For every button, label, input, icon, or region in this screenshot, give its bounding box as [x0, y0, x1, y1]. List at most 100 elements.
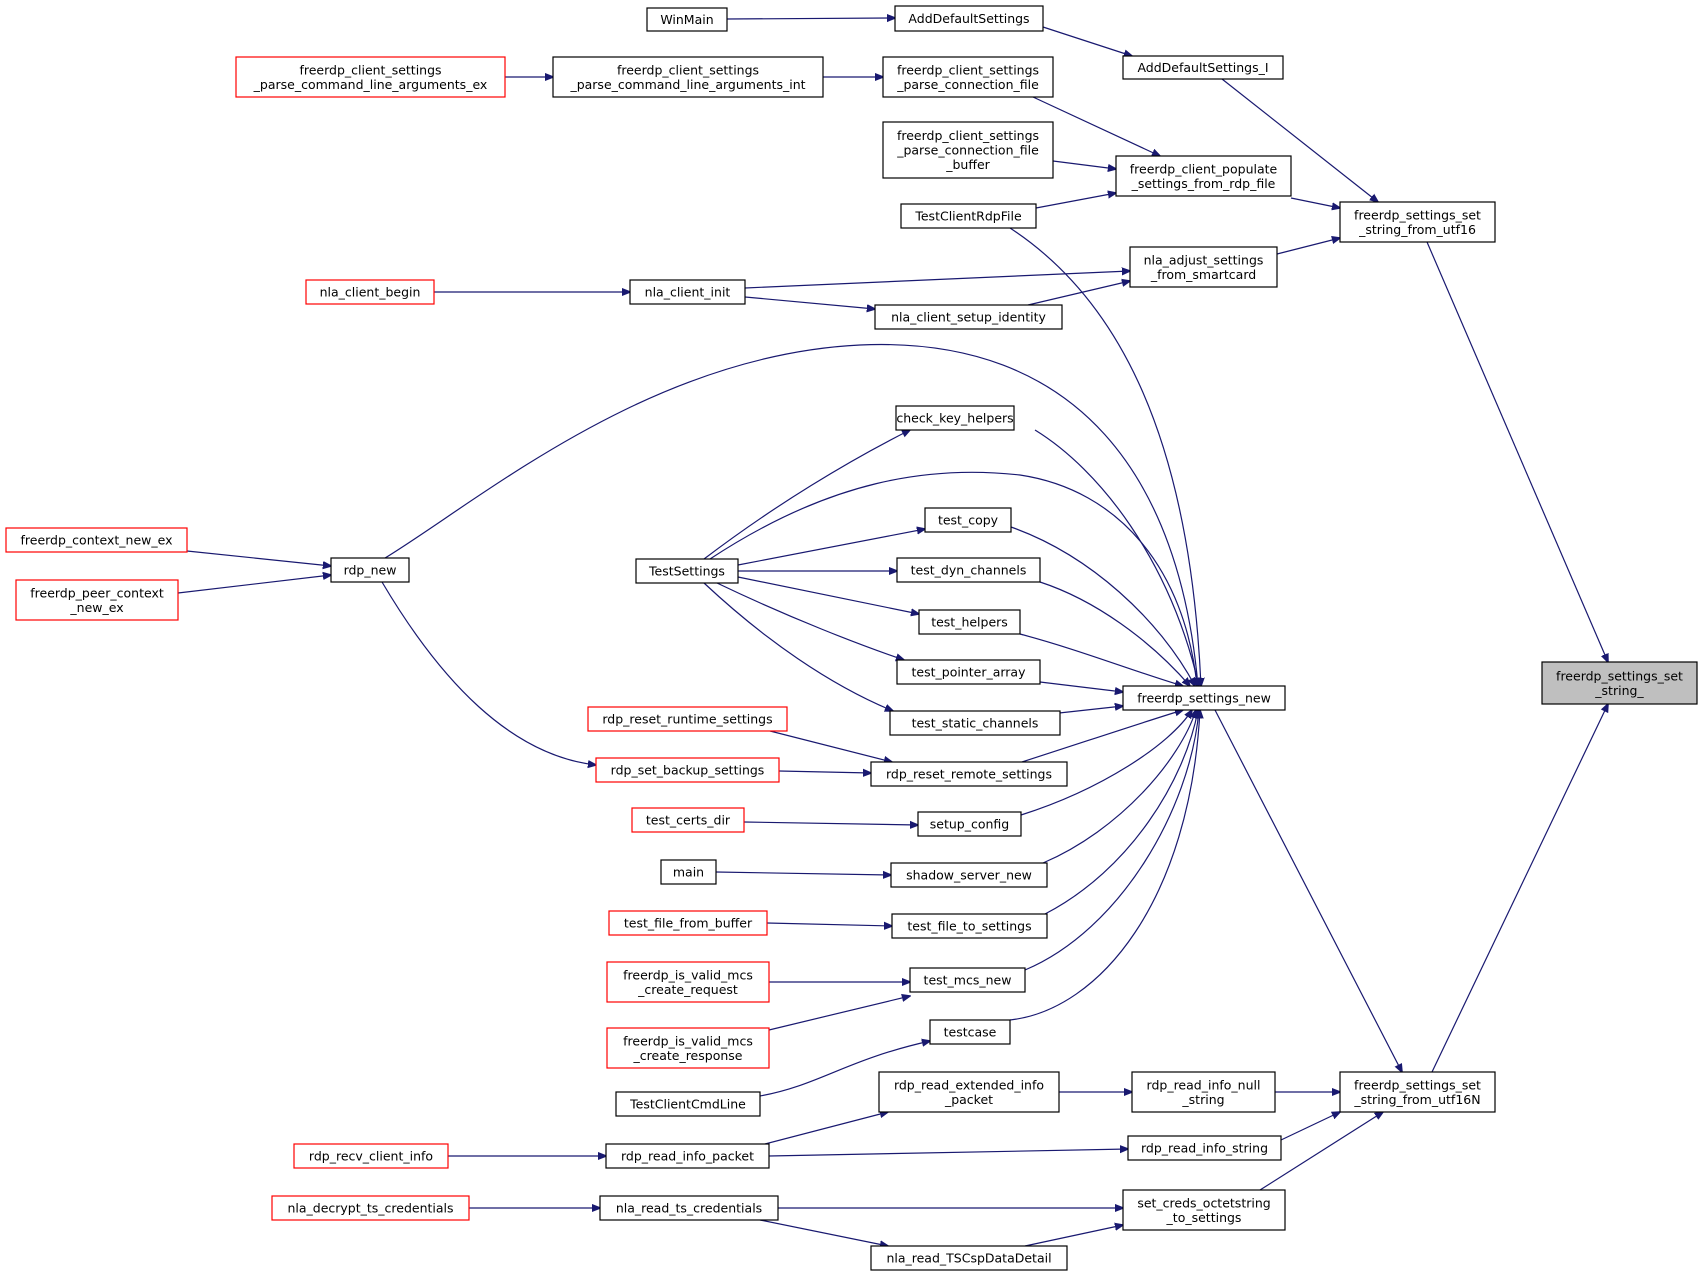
node-rrci[interactable]: rdp_recv_client_info [293, 1143, 449, 1169]
node-nla-init[interactable]: nla_client_init [629, 279, 746, 305]
node-rdp-rrs[interactable]: rdp_reset_runtime_settings [587, 706, 788, 732]
node-box [606, 961, 770, 1003]
node-ads-i[interactable]: AddDefaultSettings_I [1122, 55, 1284, 80]
call-edge-setup_config-to-fsn [1020, 710, 1192, 816]
node-label: test_static_channels [912, 716, 1039, 731]
node-box [870, 1245, 1068, 1271]
node-nla-rtc[interactable]: nla_read_ts_credentials [599, 1195, 779, 1221]
node-rrip[interactable]: rdp_read_info_packet [605, 1143, 770, 1169]
call-edge-testsettings-to-test_static [703, 582, 893, 711]
node-tcrf[interactable]: TestClientRdpFile [900, 203, 1037, 229]
call-edge-test_ptr-to-fsn [1039, 681, 1123, 692]
node-tffb[interactable]: test_file_from_buffer [608, 910, 768, 936]
call-edge-rrip-to-rris [768, 1149, 1128, 1157]
node-label: _parse_connection_file [896, 77, 1039, 92]
node-utf16[interactable]: freerdp_settings_set_string_from_utf16 [1339, 201, 1496, 243]
node-rdp-sbs[interactable]: rdp_set_backup_settings [595, 757, 780, 783]
call-edge-pcf-to-populate [1032, 96, 1160, 156]
node-tccl[interactable]: TestClientCmdLine [615, 1091, 761, 1117]
node-label: _packet [944, 1092, 993, 1107]
node-test-mcs[interactable]: test_mcs_new [909, 967, 1026, 993]
node-rrei[interactable]: rdp_read_extended_info_packet [878, 1071, 1060, 1113]
node-pcla-ex[interactable]: freerdp_client_settings_parse_command_li… [235, 56, 506, 98]
call-edge-nla_init-to-nla_setup [744, 296, 875, 309]
node-rrins[interactable]: rdp_read_info_null_string [1131, 1071, 1276, 1113]
call-edge-tffb-to-tfts [766, 923, 892, 926]
node-label: AddDefaultSettings [908, 11, 1029, 26]
node-box [1122, 1189, 1286, 1231]
node-box [1541, 661, 1698, 705]
call-edge-nla_adjust-to-utf16 [1276, 238, 1340, 255]
node-pcf[interactable]: freerdp_client_settings_parse_connection… [882, 56, 1054, 98]
node-populate[interactable]: freerdp_client_populate_settings_from_rd… [1115, 155, 1292, 197]
call-edge-testsettings-to-test_ptr [716, 582, 904, 660]
call-edge-testsettings-to-check_key [703, 430, 910, 560]
node-label: _parse_command_line_arguments_ex [253, 77, 488, 92]
node-check-key[interactable]: check_key_helpers [895, 405, 1015, 431]
node-ctx-new-ex[interactable]: freerdp_context_new_ex [5, 527, 188, 553]
node-testcase[interactable]: testcase [929, 1019, 1011, 1045]
node-box [5, 527, 188, 553]
node-nla-tscsp[interactable]: nla_read_TSCspDataDetail [870, 1245, 1068, 1271]
node-fsn[interactable]: freerdp_settings_new [1122, 685, 1286, 711]
node-box [631, 807, 745, 833]
node-test-helpers[interactable]: test_helpers [918, 609, 1021, 635]
node-rdp-new[interactable]: rdp_new [330, 557, 410, 583]
call-edge-test_copy-to-fsn [1010, 526, 1195, 686]
node-ads[interactable]: AddDefaultSettings [894, 5, 1044, 32]
node-peer-ctx[interactable]: freerdp_peer_context_new_ex [15, 579, 179, 621]
node-box [896, 659, 1041, 685]
node-label: freerdp_context_new_ex [20, 533, 172, 548]
node-testsettings[interactable]: TestSettings [635, 558, 739, 584]
node-nla-dec[interactable]: nla_decrypt_ts_credentials [271, 1195, 470, 1221]
node-mcs-resp[interactable]: freerdp_is_valid_mcs_create_response [606, 1027, 770, 1069]
node-box [918, 609, 1021, 635]
node-pcfb[interactable]: freerdp_client_settings_parse_connection… [882, 121, 1054, 179]
node-box [882, 56, 1054, 98]
node-box [15, 579, 179, 621]
node-test-copy[interactable]: test_copy [924, 507, 1012, 533]
node-label: nla_read_ts_credentials [616, 1201, 762, 1216]
node-label: TestClientCmdLine [629, 1097, 746, 1112]
node-nla-begin[interactable]: nla_client_begin [305, 279, 435, 305]
node-box [1129, 246, 1278, 288]
node-winmain[interactable]: WinMain [646, 7, 728, 32]
node-nla-adjust[interactable]: nla_adjust_settings_from_smartcard [1129, 246, 1278, 288]
node-certs[interactable]: test_certs_dir [631, 807, 745, 833]
node-rdp-rrem[interactable]: rdp_reset_remote_settings [870, 761, 1068, 787]
node-shadow[interactable]: shadow_server_new [890, 862, 1048, 888]
node-box [1339, 1071, 1496, 1113]
node-box [917, 811, 1022, 837]
node-label: nla_client_setup_identity [891, 310, 1046, 325]
node-pcla-int[interactable]: freerdp_client_settings_parse_command_li… [552, 56, 824, 98]
node-rris[interactable]: rdp_read_info_string [1127, 1135, 1282, 1161]
call-edge-winmain-to-ads [726, 18, 895, 19]
node-label: _create_request [637, 982, 738, 997]
node-utf16n[interactable]: freerdp_settings_set_string_from_utf16N [1339, 1071, 1496, 1113]
node-mcs-req[interactable]: freerdp_is_valid_mcs_create_request [606, 961, 770, 1003]
node-label: rdp_new [344, 563, 397, 578]
node-main[interactable]: main [660, 859, 717, 885]
node-test-ptr[interactable]: test_pointer_array [896, 659, 1041, 685]
call-edge-test_mcs-to-fsn [1024, 710, 1199, 971]
node-tfts[interactable]: test_file_to_settings [891, 913, 1048, 939]
call-edge-ctx_new_ex-to-rdp_new [186, 550, 331, 566]
node-box [878, 1071, 1060, 1113]
node-label: nla_decrypt_ts_credentials [287, 1201, 453, 1216]
call-edge-populate-to-utf16 [1290, 197, 1340, 208]
node-test-dyn[interactable]: test_dyn_channels [896, 557, 1041, 583]
node-box [894, 5, 1044, 32]
node-label: rdp_recv_client_info [309, 1149, 433, 1164]
node-box [595, 757, 780, 783]
node-setup-config[interactable]: setup_config [917, 811, 1022, 837]
node-set-creds[interactable]: set_creds_octetstring_to_settings [1122, 1189, 1286, 1231]
node-label: _from_smartcard [1150, 267, 1256, 282]
node-label: rdp_read_info_packet [621, 1149, 754, 1164]
node-test-static[interactable]: test_static_channels [889, 710, 1061, 736]
node-label: rdp_read_extended_info [894, 1077, 1044, 1092]
node-box [293, 1143, 449, 1169]
node-box [646, 7, 728, 32]
node-nla-setup[interactable]: nla_client_setup_identity [874, 304, 1063, 330]
call-edge-utf16n-to-current [1431, 704, 1608, 1073]
